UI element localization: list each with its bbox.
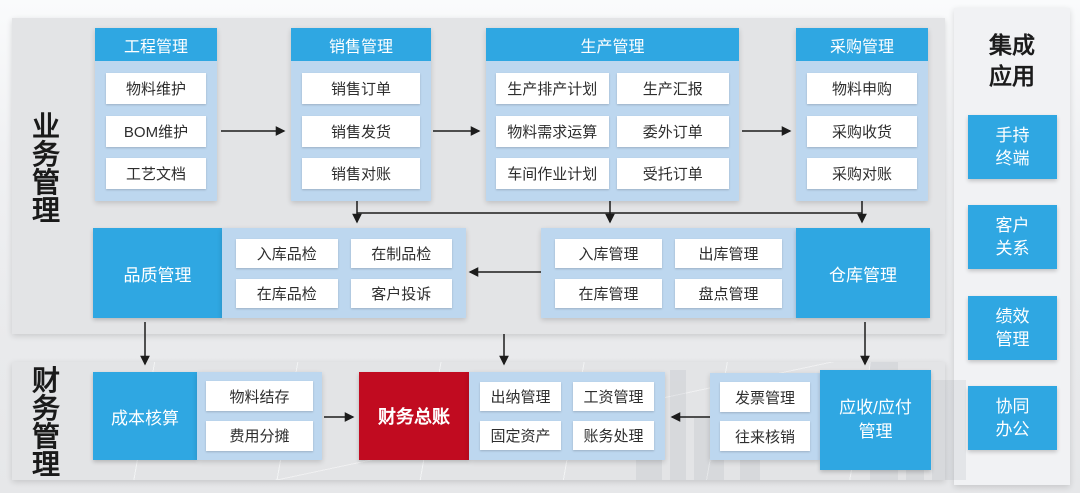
module-item: 出纳管理 [480,382,561,411]
module-item: 采购对账 [807,158,917,190]
module-item: 费用分摊 [206,420,313,451]
ar-ap-management-box: 应收/应付 管理 [820,370,931,470]
purchasing-items: 物料申购 采购收货 采购对账 [796,61,928,201]
module-item: 在制品检 [350,238,452,268]
finance-management-label: 财 务 管 理 [31,365,60,480]
module-item: 账务处理 [573,421,654,450]
warehouse-items-panel: 入库管理 出库管理 在库管理 盘点管理 [541,228,796,318]
module-item: 在库品检 [236,278,338,308]
purchasing-header: 采购管理 [796,28,928,61]
module-item: 销售对账 [302,158,420,190]
module-item: 委外订单 [616,115,729,147]
production-items: 生产排产计划 生产汇报 物料需求运算 委外订单 车间作业计划 受托订单 [486,61,739,201]
module-item: BOM维护 [106,115,206,147]
engineering-column: 工程管理 物料维护 BOM维护 工艺文档 [95,28,217,201]
production-column: 生产管理 生产排产计划 生产汇报 物料需求运算 委外订单 车间作业计划 受托订单 [486,28,739,201]
module-item: 固定资产 [480,421,561,450]
production-header: 生产管理 [486,28,739,61]
module-item: 工资管理 [573,382,654,411]
module-item: 生产汇报 [616,72,729,104]
module-item: 客户投诉 [350,278,452,308]
sales-header: 销售管理 [291,28,431,61]
business-management-label: 业 务 管 理 [31,111,60,226]
module-item: 销售订单 [302,72,420,104]
module-item: 车间作业计划 [496,158,609,190]
module-item: 物料结存 [206,381,313,412]
ledger-items-panel: 出纳管理 工资管理 固定资产 账务处理 [469,372,665,460]
engineering-items: 物料维护 BOM维护 工艺文档 [95,61,217,201]
cost-accounting-box: 成本核算 [93,372,197,460]
module-item: 采购收货 [807,115,917,147]
module-item: 物料需求运算 [496,115,609,147]
module-item: 受托订单 [616,158,729,190]
quality-items-panel: 入库品检 在制品检 在库品检 客户投诉 [222,228,466,318]
module-item: 生产排产计划 [496,72,609,104]
module-item: 工艺文档 [106,158,206,190]
module-item: 盘点管理 [675,278,782,308]
module-item: 物料申购 [807,72,917,104]
invoice-items-panel: 发票管理 往来核销 [710,373,820,460]
collaborative-office-box: 协同 办公 [968,386,1057,450]
module-item: 入库管理 [555,238,662,268]
sales-column: 销售管理 销售订单 销售发货 销售对账 [291,28,431,201]
module-item: 入库品检 [236,238,338,268]
module-item: 发票管理 [720,382,810,412]
quality-management-box: 品质管理 [93,228,222,318]
customer-relationship-box: 客户 关系 [968,205,1057,269]
module-item: 在库管理 [555,278,662,308]
integrated-apps-title: 集成 应用 [989,32,1035,89]
performance-management-box: 绩效 管理 [968,296,1057,360]
handheld-terminal-box: 手持 终端 [968,115,1057,179]
module-item: 销售发货 [302,115,420,147]
module-item: 物料维护 [106,72,206,104]
warehouse-management-box: 仓库管理 [796,228,930,318]
general-ledger-box: 财务总账 [359,372,469,460]
module-item: 出库管理 [675,238,782,268]
cost-items-panel: 物料结存 费用分摊 [197,372,322,460]
module-item: 往来核销 [720,421,810,451]
sales-items: 销售订单 销售发货 销售对账 [291,61,431,201]
purchasing-column: 采购管理 物料申购 采购收货 采购对账 [796,28,928,201]
engineering-header: 工程管理 [95,28,217,61]
